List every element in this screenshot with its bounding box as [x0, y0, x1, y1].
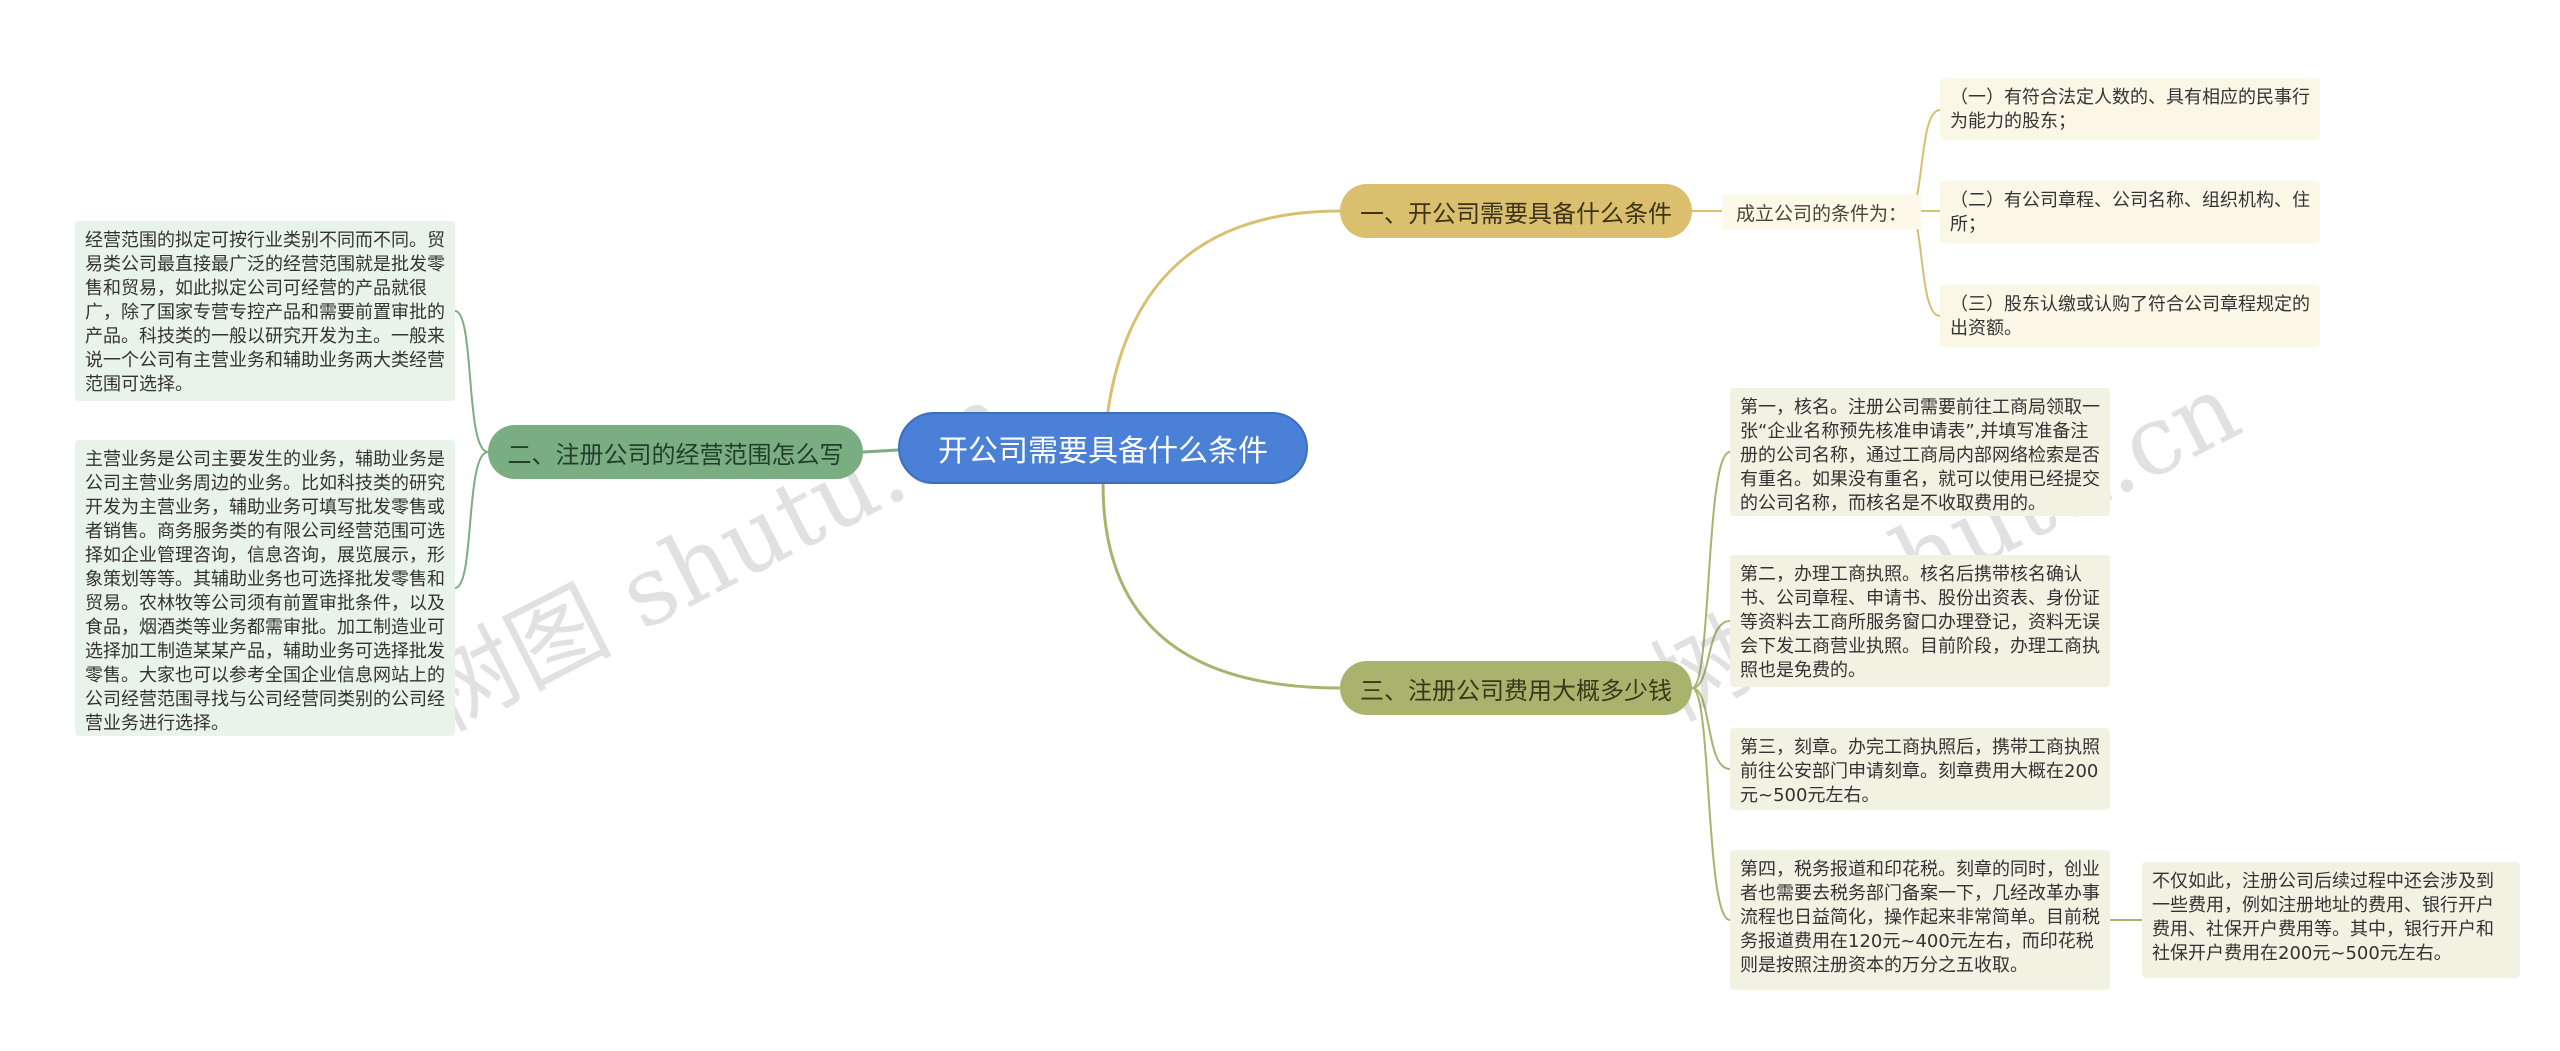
- branch-1-sublabel[interactable]: 成立公司的条件为：: [1722, 195, 1922, 229]
- branch-1-item-3[interactable]: （三）股东认缴或认购了符合公司章程规定的出资额。: [1940, 285, 2320, 347]
- branch-2-item-1[interactable]: 经营范围的拟定可按行业类别不同而不同。贸易类公司最直接最广泛的经营范围就是批发零…: [75, 221, 455, 401]
- branch-2-topic[interactable]: 二、注册公司的经营范围怎么写: [488, 425, 863, 479]
- connector-b2-item2: [454, 451, 489, 589]
- connector-b3-item4: [1691, 687, 1731, 921]
- branch-3-topic[interactable]: 三、注册公司费用大概多少钱: [1340, 661, 1692, 715]
- branch-3-item-4[interactable]: 第四，税务报道和印花税。刻章的同时，创业者也需要去税务部门备案一下，几经改革办事…: [1730, 850, 2110, 990]
- branch-1-item-1[interactable]: （一）有符合法定人数的、具有相应的民事行为能力的股东；: [1940, 78, 2320, 140]
- root-topic[interactable]: 开公司需要具备什么条件: [898, 412, 1308, 484]
- branch-3-item-1[interactable]: 第一，核名。注册公司需要前往工商局领取一张“企业名称预先核准申请表”,并填写准备…: [1730, 388, 2110, 516]
- branch-3-note[interactable]: 不仅如此，注册公司后续过程中还会涉及到一些费用，例如注册地址的费用、银行开户费用…: [2142, 862, 2520, 978]
- connector-root-b2: [862, 448, 899, 454]
- branch-1-item-2[interactable]: （二）有公司章程、公司名称、组织机构、住所；: [1940, 181, 2320, 243]
- connector-b3-item1: [1691, 451, 1731, 689]
- connector-b3-item2: [1691, 620, 1731, 689]
- branch-1-topic[interactable]: 一、开公司需要具备什么条件: [1340, 184, 1692, 238]
- connector-root-b3: [1101, 483, 1341, 690]
- connector-b2-item1: [454, 310, 489, 453]
- branch-2-item-2[interactable]: 主营业务是公司主要发生的业务，辅助业务是公司主营业务周边的业务。比如科技类的研究…: [75, 440, 455, 736]
- connector-b3-item3: [1691, 687, 1731, 770]
- branch-3-item-3[interactable]: 第三，刻章。办完工商执照后，携带工商执照前往公安部门申请刻章。刻章费用大概在20…: [1730, 728, 2110, 810]
- branch-3-item-2[interactable]: 第二，办理工商执照。核名后携带核名确认书、公司章程、申请书、股份出资表、身份证等…: [1730, 555, 2110, 687]
